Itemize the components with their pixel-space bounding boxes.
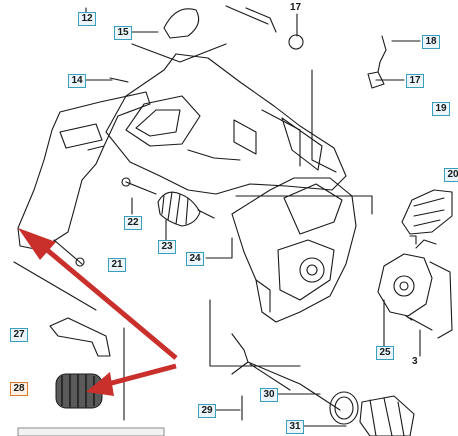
housing-bore — [306, 264, 318, 276]
carburetor-port — [399, 281, 409, 291]
throttle-cable — [249, 363, 291, 391]
callout-14: 14 — [68, 74, 86, 88]
cover-fins — [233, 119, 257, 155]
screw — [409, 317, 433, 331]
arrow-up-left-head — [18, 228, 56, 260]
throttle-cable — [231, 333, 249, 375]
spring-rib — [161, 191, 189, 225]
clamp-ring — [329, 391, 359, 425]
crankcase-housing — [231, 177, 357, 323]
leader-line — [409, 235, 417, 245]
callout-27: 27 — [10, 328, 28, 342]
cover-fins — [261, 109, 301, 167]
nipple — [367, 71, 385, 89]
carburetor-port — [393, 275, 415, 297]
highlight-arrows — [18, 228, 178, 396]
callout-19: 19 — [432, 102, 450, 116]
cover-inner — [135, 109, 181, 137]
cover-fins — [187, 149, 241, 161]
callout-21: 21 — [108, 258, 126, 272]
callout-18: 18 — [422, 35, 440, 49]
spring-bellows — [157, 191, 201, 227]
intake-boot-rib — [369, 397, 405, 436]
handle-bracket — [17, 91, 151, 251]
frame-line — [13, 261, 97, 311]
throttle-cable — [247, 361, 341, 411]
housing-bore — [299, 257, 325, 283]
cover-inner — [125, 95, 201, 147]
callout-25: 25 — [376, 346, 394, 360]
air-intake-detail — [413, 197, 445, 227]
housing-detail — [283, 183, 343, 235]
callout-28: 28 — [10, 382, 28, 396]
frame-line — [311, 69, 337, 173]
air-intake — [401, 189, 453, 235]
arrow-up-left — [38, 242, 178, 360]
intake-boot — [359, 395, 415, 436]
clamp-ring — [334, 396, 354, 420]
callout-15: 15 — [114, 26, 132, 40]
carburetor-detail — [429, 261, 453, 339]
screw-head — [75, 257, 85, 267]
nipple — [377, 35, 387, 73]
housing-detail — [255, 279, 271, 313]
spring-rod — [197, 209, 215, 219]
bottom-strip — [17, 427, 165, 436]
frame-line — [131, 43, 227, 63]
nut — [288, 34, 304, 50]
arrow-down-left-head — [86, 372, 114, 396]
housing-detail — [277, 239, 335, 301]
arrow-down-left — [107, 363, 177, 387]
callout-12: 12 — [78, 12, 96, 26]
screw — [109, 77, 129, 83]
carburetor — [377, 253, 433, 317]
callout-3: 3 — [412, 356, 418, 367]
bolt-head — [121, 177, 131, 187]
callout-23: 23 — [158, 240, 176, 254]
callout-17-top: 17 — [290, 2, 302, 13]
callout-30: 30 — [260, 388, 278, 402]
carburetor-detail — [415, 239, 437, 249]
callout-31: 31 — [286, 420, 304, 434]
cylinder-cover — [105, 53, 347, 195]
screw — [53, 239, 83, 265]
cover-rib — [281, 117, 323, 171]
callout-17: 17 — [406, 74, 424, 88]
leader-line — [205, 237, 233, 259]
callout-24: 24 — [186, 252, 204, 266]
pin — [225, 5, 269, 25]
callout-20: 20 — [444, 168, 458, 182]
bracket-detail — [59, 123, 103, 149]
mount-bracket — [49, 317, 111, 357]
pin — [245, 7, 277, 33]
callout-22: 22 — [124, 216, 142, 230]
callout-29: 29 — [198, 404, 216, 418]
bolt — [125, 181, 157, 195]
screw-head — [405, 315, 413, 321]
rubber-buffer — [55, 373, 103, 409]
bracket-detail — [87, 145, 105, 151]
frame-line — [209, 299, 301, 367]
frame-line — [235, 195, 373, 215]
clip — [163, 8, 200, 39]
